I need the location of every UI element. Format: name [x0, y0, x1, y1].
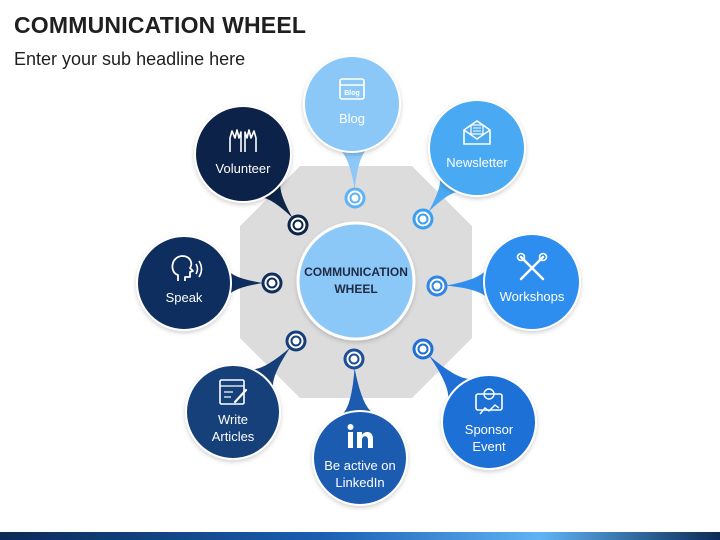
node-circle — [428, 99, 526, 197]
node-pointer — [445, 264, 490, 304]
node-pointer — [333, 147, 373, 190]
volunteer-icon — [229, 129, 257, 152]
page-subtitle: Enter your sub headline here — [14, 49, 246, 69]
node-pointer — [254, 176, 293, 218]
node-connector-dot — [292, 219, 304, 231]
node-connector-dot — [349, 192, 361, 204]
center-circle — [296, 221, 416, 341]
tools-icon — [516, 252, 548, 281]
node-label-sponsor-1: Sponsor — [465, 422, 514, 437]
article-icon — [219, 379, 248, 405]
speak-icon — [171, 255, 203, 281]
node-connector-dot — [431, 280, 443, 292]
node-label-sponsor-2: Event — [472, 439, 506, 454]
node-pointer — [428, 171, 467, 212]
node-circle — [312, 410, 408, 506]
node-circle — [483, 233, 581, 331]
node-circle — [194, 105, 292, 203]
blog-icon: Blog — [339, 78, 365, 100]
wheel-node-speak: Speak — [136, 235, 283, 331]
page-title: COMMUNICATION WHEEL — [14, 12, 307, 38]
node-circle — [136, 235, 232, 331]
wheel-node-newsletter: Newsletter — [412, 99, 526, 230]
linkedin-icon — [347, 424, 373, 448]
center-label-line2: WHEEL — [334, 282, 377, 296]
node-connector-dot — [417, 213, 429, 225]
svg-text:Blog: Blog — [344, 90, 360, 97]
node-circle — [185, 364, 281, 460]
node-label-articles-2: Articles — [212, 429, 255, 444]
wheel-node-volunteer: Volunteer — [194, 105, 309, 236]
node-circle — [441, 374, 537, 470]
envelope-icon — [463, 120, 491, 145]
node-pointer — [247, 347, 291, 393]
node-connector-dot — [348, 353, 360, 365]
footer-bar — [0, 532, 720, 540]
node-label-workshops-1: Workshops — [500, 289, 565, 304]
node-label-volunteer-1: Volunteer — [216, 161, 272, 176]
wheel-node-workshops: Workshops — [426, 233, 581, 331]
node-pointer — [338, 367, 377, 417]
node-label-linkedin-1: Be active on — [324, 458, 396, 473]
node-connector-dot — [417, 343, 429, 355]
node-label-linkedin-2: LinkedIn — [335, 475, 384, 490]
node-label-articles-1: Write — [218, 412, 248, 427]
node-circle — [303, 55, 401, 153]
sponsor-icon — [475, 388, 503, 415]
node-connector-dot — [290, 335, 302, 347]
center-label-line1: COMMUNICATION — [304, 265, 408, 279]
wheel-node-linkedin: Be active on LinkedIn — [312, 348, 408, 506]
node-label-newsletter-1: Newsletter — [446, 155, 508, 170]
node-pointer — [429, 355, 475, 404]
node-connector-dot — [266, 277, 278, 289]
node-label-speak-1: Speak — [166, 290, 203, 305]
node-pointer — [226, 263, 263, 303]
node-label-blog-1: Blog — [339, 111, 365, 126]
